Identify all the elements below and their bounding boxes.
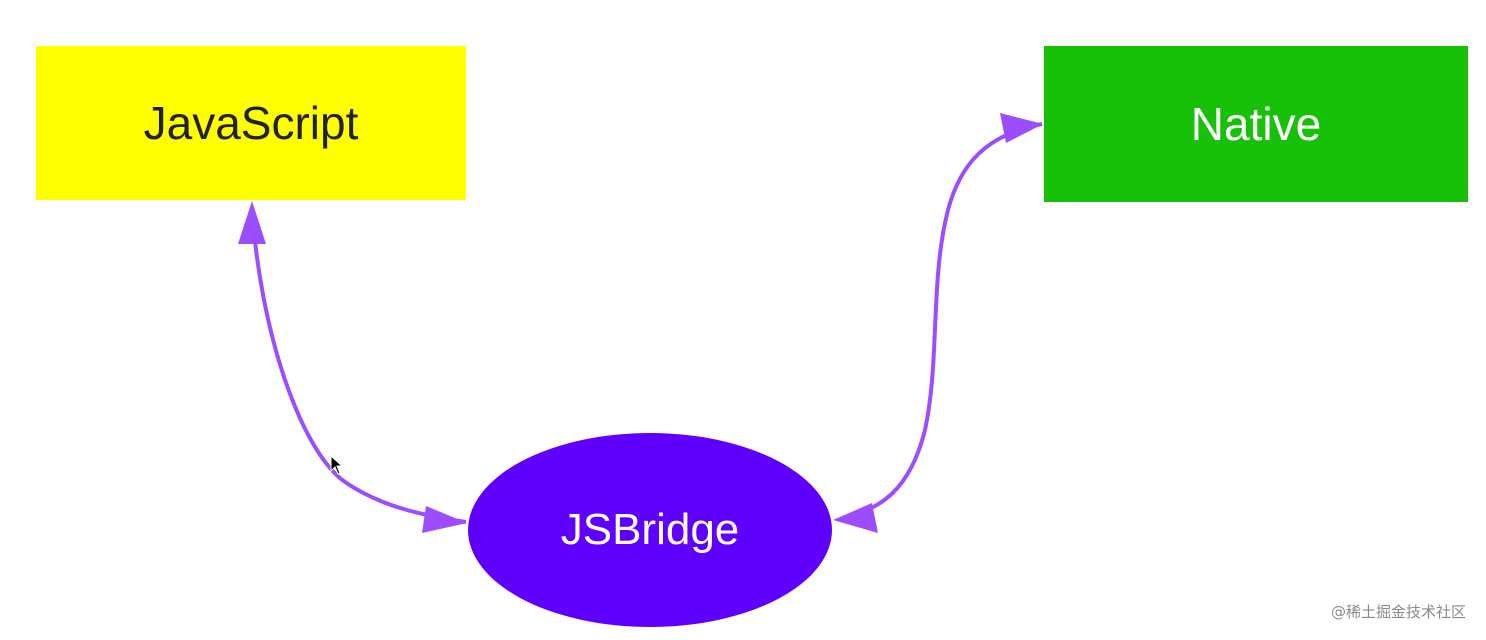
javascript-label: JavaScript	[143, 97, 359, 149]
arrowhead-jsbridge-right	[833, 503, 878, 533]
mouse-pointer-icon	[330, 455, 344, 475]
jsbridge-node: JSBridge	[468, 433, 832, 627]
javascript-node: JavaScript	[36, 46, 466, 200]
watermark: @稀土掘金技术社区	[1330, 603, 1466, 621]
jsbridge-label: JSBridge	[560, 505, 740, 554]
native-label: Native	[1190, 98, 1322, 150]
edge-jsbridge-native	[841, 122, 1043, 520]
arrowhead-native	[1000, 113, 1043, 143]
edge-javascript-jsbridge	[250, 207, 467, 524]
native-node: Native	[1044, 46, 1468, 202]
arrowhead-jsbridge-left	[422, 506, 467, 533]
arrowhead-javascript	[238, 201, 266, 244]
